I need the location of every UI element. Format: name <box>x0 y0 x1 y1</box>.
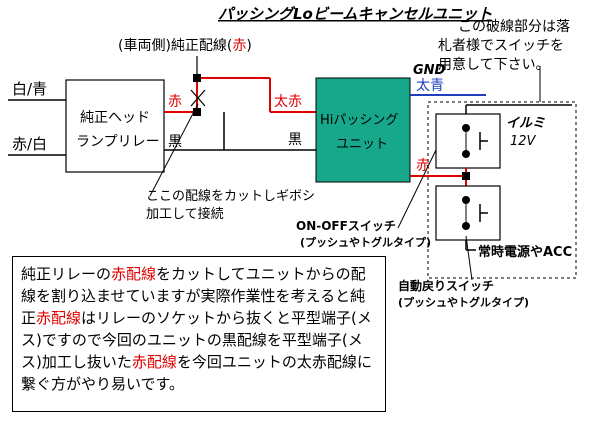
momentary-switch-box <box>435 185 501 241</box>
onoff-switch-box <box>435 113 501 169</box>
gnd-label: GND <box>413 63 446 78</box>
momentary-switch-leader <box>465 235 473 281</box>
user-supplied-area <box>427 101 577 279</box>
black-wire-label: 黒 <box>168 134 182 150</box>
wire-label-top: (車両側)純正配線(赤) <box>118 37 252 54</box>
splice-point-top <box>193 74 201 82</box>
onoff-switch-label-line2: (プッシュやトグルタイプ) <box>300 235 431 249</box>
cut-note-line1: ここの配線をカットしギボシ <box>146 188 315 204</box>
user-note-line1: この破線部分は落 <box>458 19 570 35</box>
momentary-switch-label-line2: (プッシュやトグルタイプ) <box>398 295 529 309</box>
thick-blue-label: 太青 <box>416 78 444 94</box>
wire-label-white-blue: 白/青 <box>12 80 47 98</box>
onoff-switch-label-line1: ON-OFFスイッチ <box>296 219 396 233</box>
wire-label-red-white: 赤/白 <box>12 135 47 153</box>
unit-label-line1: Hiパッシング <box>320 113 398 128</box>
hi-passing-unit <box>315 77 411 183</box>
onoff-switch-leader <box>397 149 437 229</box>
unit-label-line2: ユニット <box>336 137 388 152</box>
black-wire-unit-label: 黒 <box>288 132 302 148</box>
user-note-line2: 札者様でスイッチを <box>438 38 564 54</box>
illumi-label: イルミ <box>506 116 546 131</box>
switch-junction <box>462 172 470 180</box>
user-note-line3: 用意して下さい。 <box>438 56 550 73</box>
red-wire-label: 赤 <box>168 94 182 110</box>
cut-mark-b <box>190 89 206 107</box>
relay-label-line2: ランプリレー <box>76 134 160 150</box>
power-label: 常時電源やACC <box>478 244 572 260</box>
thick-red-label: 太赤 <box>274 94 302 110</box>
splice-point-bottom <box>193 108 201 116</box>
headlamp-relay-box <box>65 79 165 173</box>
illumi-voltage: 12V <box>510 134 537 149</box>
explanation-note: 純正リレーの赤配線をカットしてユニットからの配線を割り込ませていますが実際作業性… <box>12 256 386 412</box>
diagram-title: パッシングLoビームキャンセルユニット <box>218 5 492 23</box>
cut-note-line2: 加工して接続 <box>146 206 224 222</box>
momentary-switch-label-line1: 自動戻りスイッチ <box>398 278 494 293</box>
relay-label-line1: 純正ヘッド <box>80 110 150 126</box>
